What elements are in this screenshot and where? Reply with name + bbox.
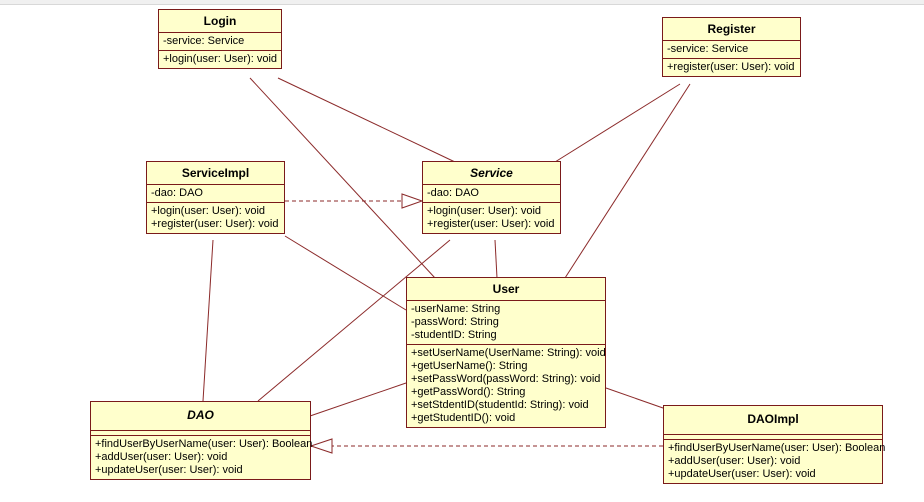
class-serviceimpl-operations: +login(user: User): void +register(user:… xyxy=(147,203,284,233)
window-top-edge xyxy=(0,0,924,5)
class-login-operations: +login(user: User): void xyxy=(159,51,281,68)
class-dao-attributes xyxy=(91,431,310,436)
operation: +login(user: User): void xyxy=(151,205,266,217)
attribute: -studentID: String xyxy=(411,329,497,341)
attribute: -passWord: String xyxy=(411,316,499,328)
operation: +register(user: User): void xyxy=(151,218,279,230)
operation: +setStdentID(studentId: String): void xyxy=(411,399,589,411)
assoc-serviceimpl-dao xyxy=(202,239,214,402)
class-login[interactable]: Login -service: Service +login(user: Use… xyxy=(158,9,282,69)
class-register[interactable]: Register -service: Service +register(use… xyxy=(662,17,801,77)
class-dao-operations: +findUserByUserName(user: User): Boolean… xyxy=(91,436,313,479)
class-service-name: Service xyxy=(423,162,560,185)
class-register-attributes: -service: Service xyxy=(663,41,800,59)
operation: +getUserName(): String xyxy=(411,360,528,372)
assoc-serviceimpl-user xyxy=(284,235,407,311)
class-dao-name: DAO xyxy=(91,402,310,431)
assoc-register-user xyxy=(564,83,691,279)
operation: +addUser(user: User): void xyxy=(95,451,228,463)
class-register-name: Register xyxy=(663,18,800,41)
attribute: -service: Service xyxy=(163,35,245,47)
operation: +getPassWord(): String xyxy=(411,386,526,398)
class-user-operations: +setUserName(UserName: String): void +ge… xyxy=(407,345,606,427)
class-service-attributes: -dao: DAO xyxy=(423,185,560,203)
class-login-attributes: -service: Service xyxy=(159,33,281,51)
class-user-name: User xyxy=(407,278,605,301)
operation: +register(user: User): void xyxy=(667,61,795,73)
operation: +login(user: User): void xyxy=(427,205,542,217)
operation: +findUserByUserName(user: User): Boolean xyxy=(668,442,886,454)
operation: +updateUser(user: User): void xyxy=(95,464,243,476)
operation: +findUserByUserName(user: User): Boolean xyxy=(95,438,313,450)
operation: +setUserName(UserName: String): void xyxy=(411,347,606,359)
attribute: -service: Service xyxy=(667,43,749,55)
class-service-operations: +login(user: User): void +register(user:… xyxy=(423,203,560,233)
attribute: -dao: DAO xyxy=(151,187,203,199)
attribute: -userName: String xyxy=(411,303,501,315)
class-daoimpl-attributes xyxy=(664,435,882,440)
class-service[interactable]: Service -dao: DAO +login(user: User): vo… xyxy=(422,161,561,234)
assoc-login-service xyxy=(277,77,456,163)
operation: +getStudentID(): void xyxy=(411,412,516,424)
operation: +setPassWord(passWord: String): void xyxy=(411,373,601,385)
operation: +register(user: User): void xyxy=(427,218,555,230)
class-daoimpl-operations: +findUserByUserName(user: User): Boolean… xyxy=(664,440,886,483)
class-daoimpl-name: DAOImpl xyxy=(664,406,882,435)
class-register-operations: +register(user: User): void xyxy=(663,59,800,76)
attribute: -dao: DAO xyxy=(427,187,479,199)
class-serviceimpl-attributes: -dao: DAO xyxy=(147,185,284,203)
class-login-name: Login xyxy=(159,10,281,33)
operation: +addUser(user: User): void xyxy=(668,455,801,467)
class-dao[interactable]: DAO +findUserByUserName(user: User): Boo… xyxy=(90,401,313,480)
assoc-service-dao xyxy=(257,239,451,402)
assoc-user-daoimpl xyxy=(605,387,664,409)
class-serviceimpl-name: ServiceImpl xyxy=(147,162,284,185)
assoc-service-user xyxy=(494,239,498,279)
operation: +login(user: User): void xyxy=(163,53,278,65)
class-serviceimpl[interactable]: ServiceImpl -dao: DAO +login(user: User)… xyxy=(146,161,285,234)
class-user[interactable]: User -userName: String -passWord: String… xyxy=(406,277,606,428)
realize-arrowhead-service xyxy=(401,193,424,209)
assoc-login-user xyxy=(249,77,436,279)
realize-arrowhead-dao xyxy=(309,438,333,454)
assoc-user-dao xyxy=(309,382,407,417)
assoc-register-service xyxy=(554,83,681,163)
class-user-attributes: -userName: String -passWord: String -stu… xyxy=(407,301,605,345)
operation: +updateUser(user: User): void xyxy=(668,468,816,480)
class-daoimpl[interactable]: DAOImpl +findUserByUserName(user: User):… xyxy=(663,405,886,484)
